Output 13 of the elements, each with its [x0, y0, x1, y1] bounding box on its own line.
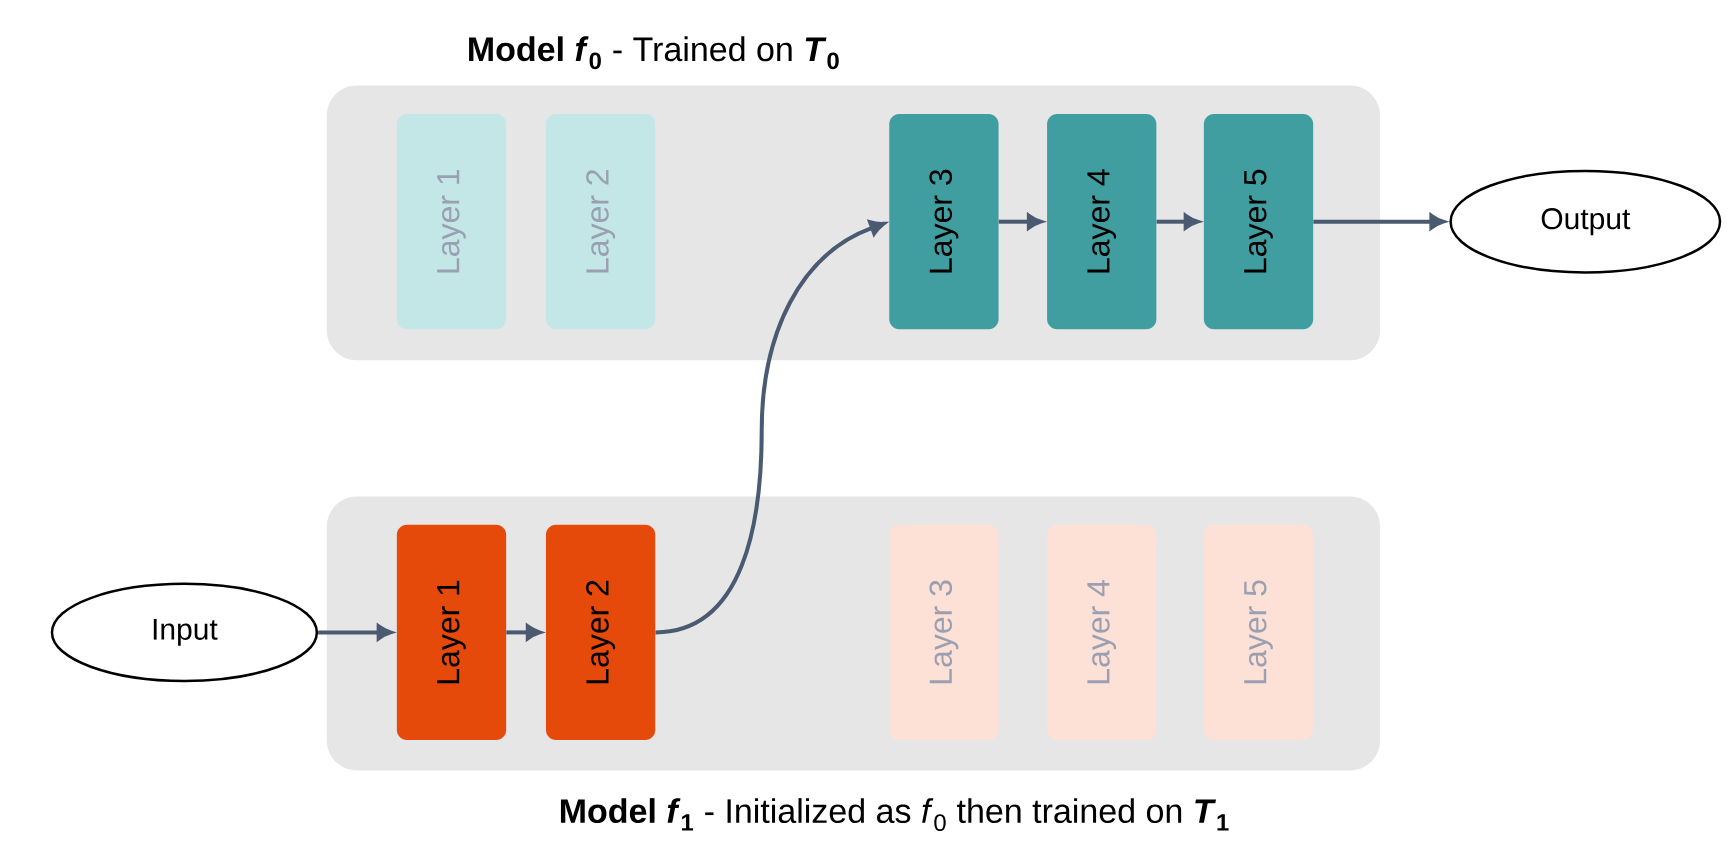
panel-heading: Model f$_{1}$ - Initialized as f$_{0}$ then trained on T$_{1}$ [560, 798, 1229, 832]
layer-box: Layer 4 [1047, 524, 1157, 741]
layer-box: Layer 5 [1203, 114, 1314, 330]
layer-box: Layer 2 [545, 524, 656, 741]
panel-heading: Model f$_{0}$ - Trained on T$_{0}$ [469, 36, 839, 70]
layer-box: Layer 2 [545, 114, 656, 330]
layer-box: Layer 1 [396, 114, 507, 330]
layer-box: Layer 5 [1203, 524, 1314, 741]
arrow [655, 220, 886, 635]
layer-box: Layer 4 [1047, 114, 1157, 330]
layer-box: Layer 1 [396, 524, 507, 741]
layer-box: Layer 3 [889, 114, 999, 330]
layer-box: Layer 3 [889, 524, 999, 741]
